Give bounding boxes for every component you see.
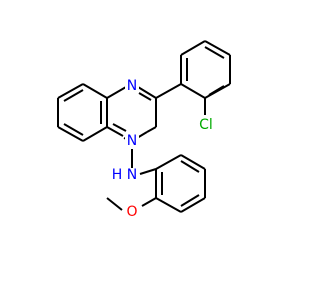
atom-label-nh: N H	[110, 167, 139, 184]
nitrogen-n3-label: N	[127, 133, 137, 149]
methoxyphenyl-ring	[106, 154, 206, 213]
chlorophenyl-ring	[155, 40, 231, 115]
atom-label-o: O	[125, 204, 139, 220]
nitrogen-amine-label: N	[127, 167, 137, 183]
molecule-structure: N N N H Cl O	[0, 0, 300, 300]
atom-label-n3: N	[125, 133, 139, 149]
benzo-ring	[57, 83, 108, 142]
nitrogen-n1-label: N	[127, 78, 137, 94]
canvas-background	[0, 0, 300, 300]
oxygen-label: O	[126, 204, 137, 220]
hydrogen-label: H	[112, 167, 123, 183]
atom-label-cl: Cl	[195, 115, 217, 133]
chlorine-label: Cl	[199, 117, 213, 133]
atom-label-n1: N	[125, 77, 139, 94]
